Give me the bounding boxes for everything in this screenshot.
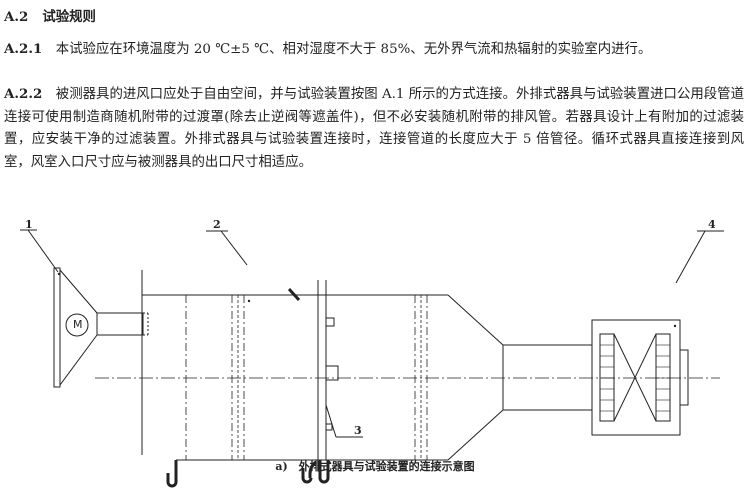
paragraph-a22: A.2.2 被测器具的进风口应处于自由空间，并与试验装置按图 A.1 所示的方式… xyxy=(4,83,744,174)
paragraph-text: 被测器具的进风口应处于自由空间，并与试验装置按图 A.1 所示的方式连接。外排式… xyxy=(4,87,744,170)
chamber-box xyxy=(591,319,681,436)
paragraph-number: A.2.2 xyxy=(4,86,43,102)
u-tube-manometers xyxy=(166,460,330,488)
leader-3 xyxy=(325,404,337,438)
fan-plate xyxy=(53,267,61,388)
label-2: 2 xyxy=(213,218,221,231)
figure-caption: a) 外排式器具与试验装置的连接示意图 xyxy=(275,460,475,473)
leader-2 xyxy=(220,230,248,266)
paragraph-number: A.2.1 xyxy=(4,41,43,57)
nozzle xyxy=(96,312,144,336)
section-number: A.2 xyxy=(4,9,29,25)
label-4: 4 xyxy=(708,218,716,231)
leader-1 xyxy=(27,229,59,273)
motor-icon xyxy=(65,313,89,337)
label-1: 1 xyxy=(25,218,33,231)
section-heading: A.2 试验规则 xyxy=(4,6,96,28)
motor-symbol: M xyxy=(73,318,83,331)
leader-4 xyxy=(675,230,706,284)
paragraph-text: 本试验应在环境温度为 20 ℃±5 ℃、相对湿度不大于 85%、无外界气流和热辐… xyxy=(55,42,652,57)
label-3: 3 xyxy=(354,424,362,437)
hood-cone xyxy=(59,269,98,314)
paragraph-a21: A.2.1 本试验应在环境温度为 20 ℃±5 ℃、相对湿度不大于 85%、无外… xyxy=(4,38,744,62)
section-title: 试验规则 xyxy=(42,9,96,25)
